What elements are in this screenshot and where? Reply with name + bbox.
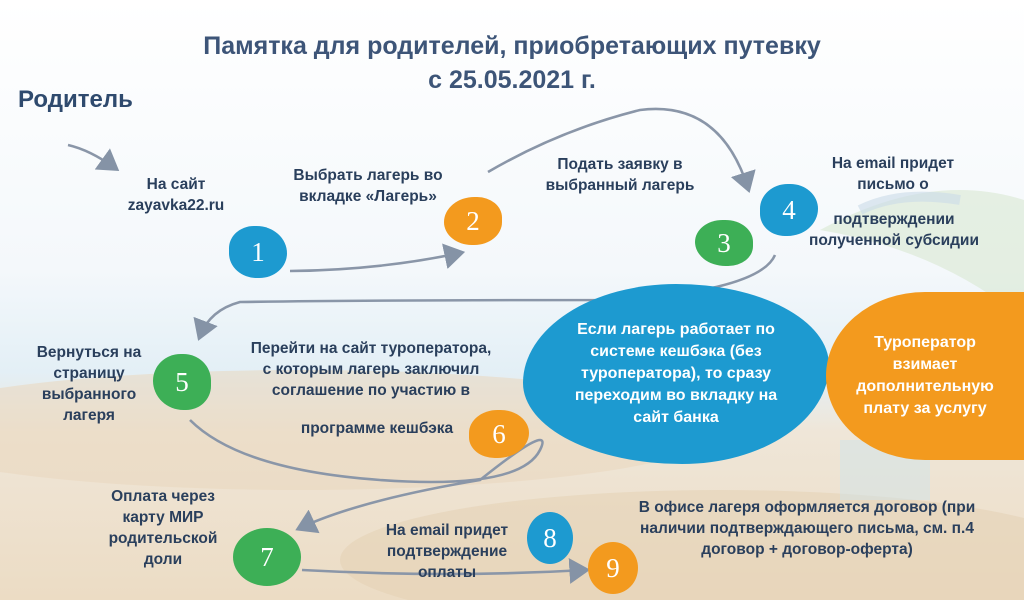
step-3-badge: 3 [695, 220, 753, 266]
step-7-badge: 7 [233, 528, 301, 586]
step-6-label-top: Перейти на сайт туроператора,с которым л… [250, 340, 492, 399]
step-1-badge: 1 [229, 226, 287, 278]
arrow-actor-to-1 [67, 143, 120, 172]
arrow-7-to-9 [301, 557, 591, 584]
step-5-badge: 5 [153, 354, 211, 410]
step-9-badge: 9 [588, 542, 638, 594]
operator-callout: Туроператор взимает дополнительную плату… [826, 292, 1024, 460]
actor-label: Родитель [18, 86, 133, 113]
step-2-badge: 2 [444, 197, 502, 245]
page-title: Памятка для родителей, приобретающих пут… [203, 32, 821, 60]
step-8-badge: 8 [527, 512, 573, 564]
arrow-5-to-7 [189, 419, 544, 534]
arrow-2-to-3 [487, 107, 756, 193]
arrow-1-to-2 [289, 243, 466, 273]
arrow-4-to-5 [193, 254, 777, 341]
step-6-badge: 6 [469, 410, 529, 458]
step-4-badge: 4 [760, 184, 818, 236]
step-6-label-bottom: программе кешбэка [300, 420, 454, 437]
page-subtitle-date: с 25.05.2021 г. [428, 66, 596, 94]
cashback-callout: Если лагерь работает по системе кешбэка … [523, 284, 829, 464]
